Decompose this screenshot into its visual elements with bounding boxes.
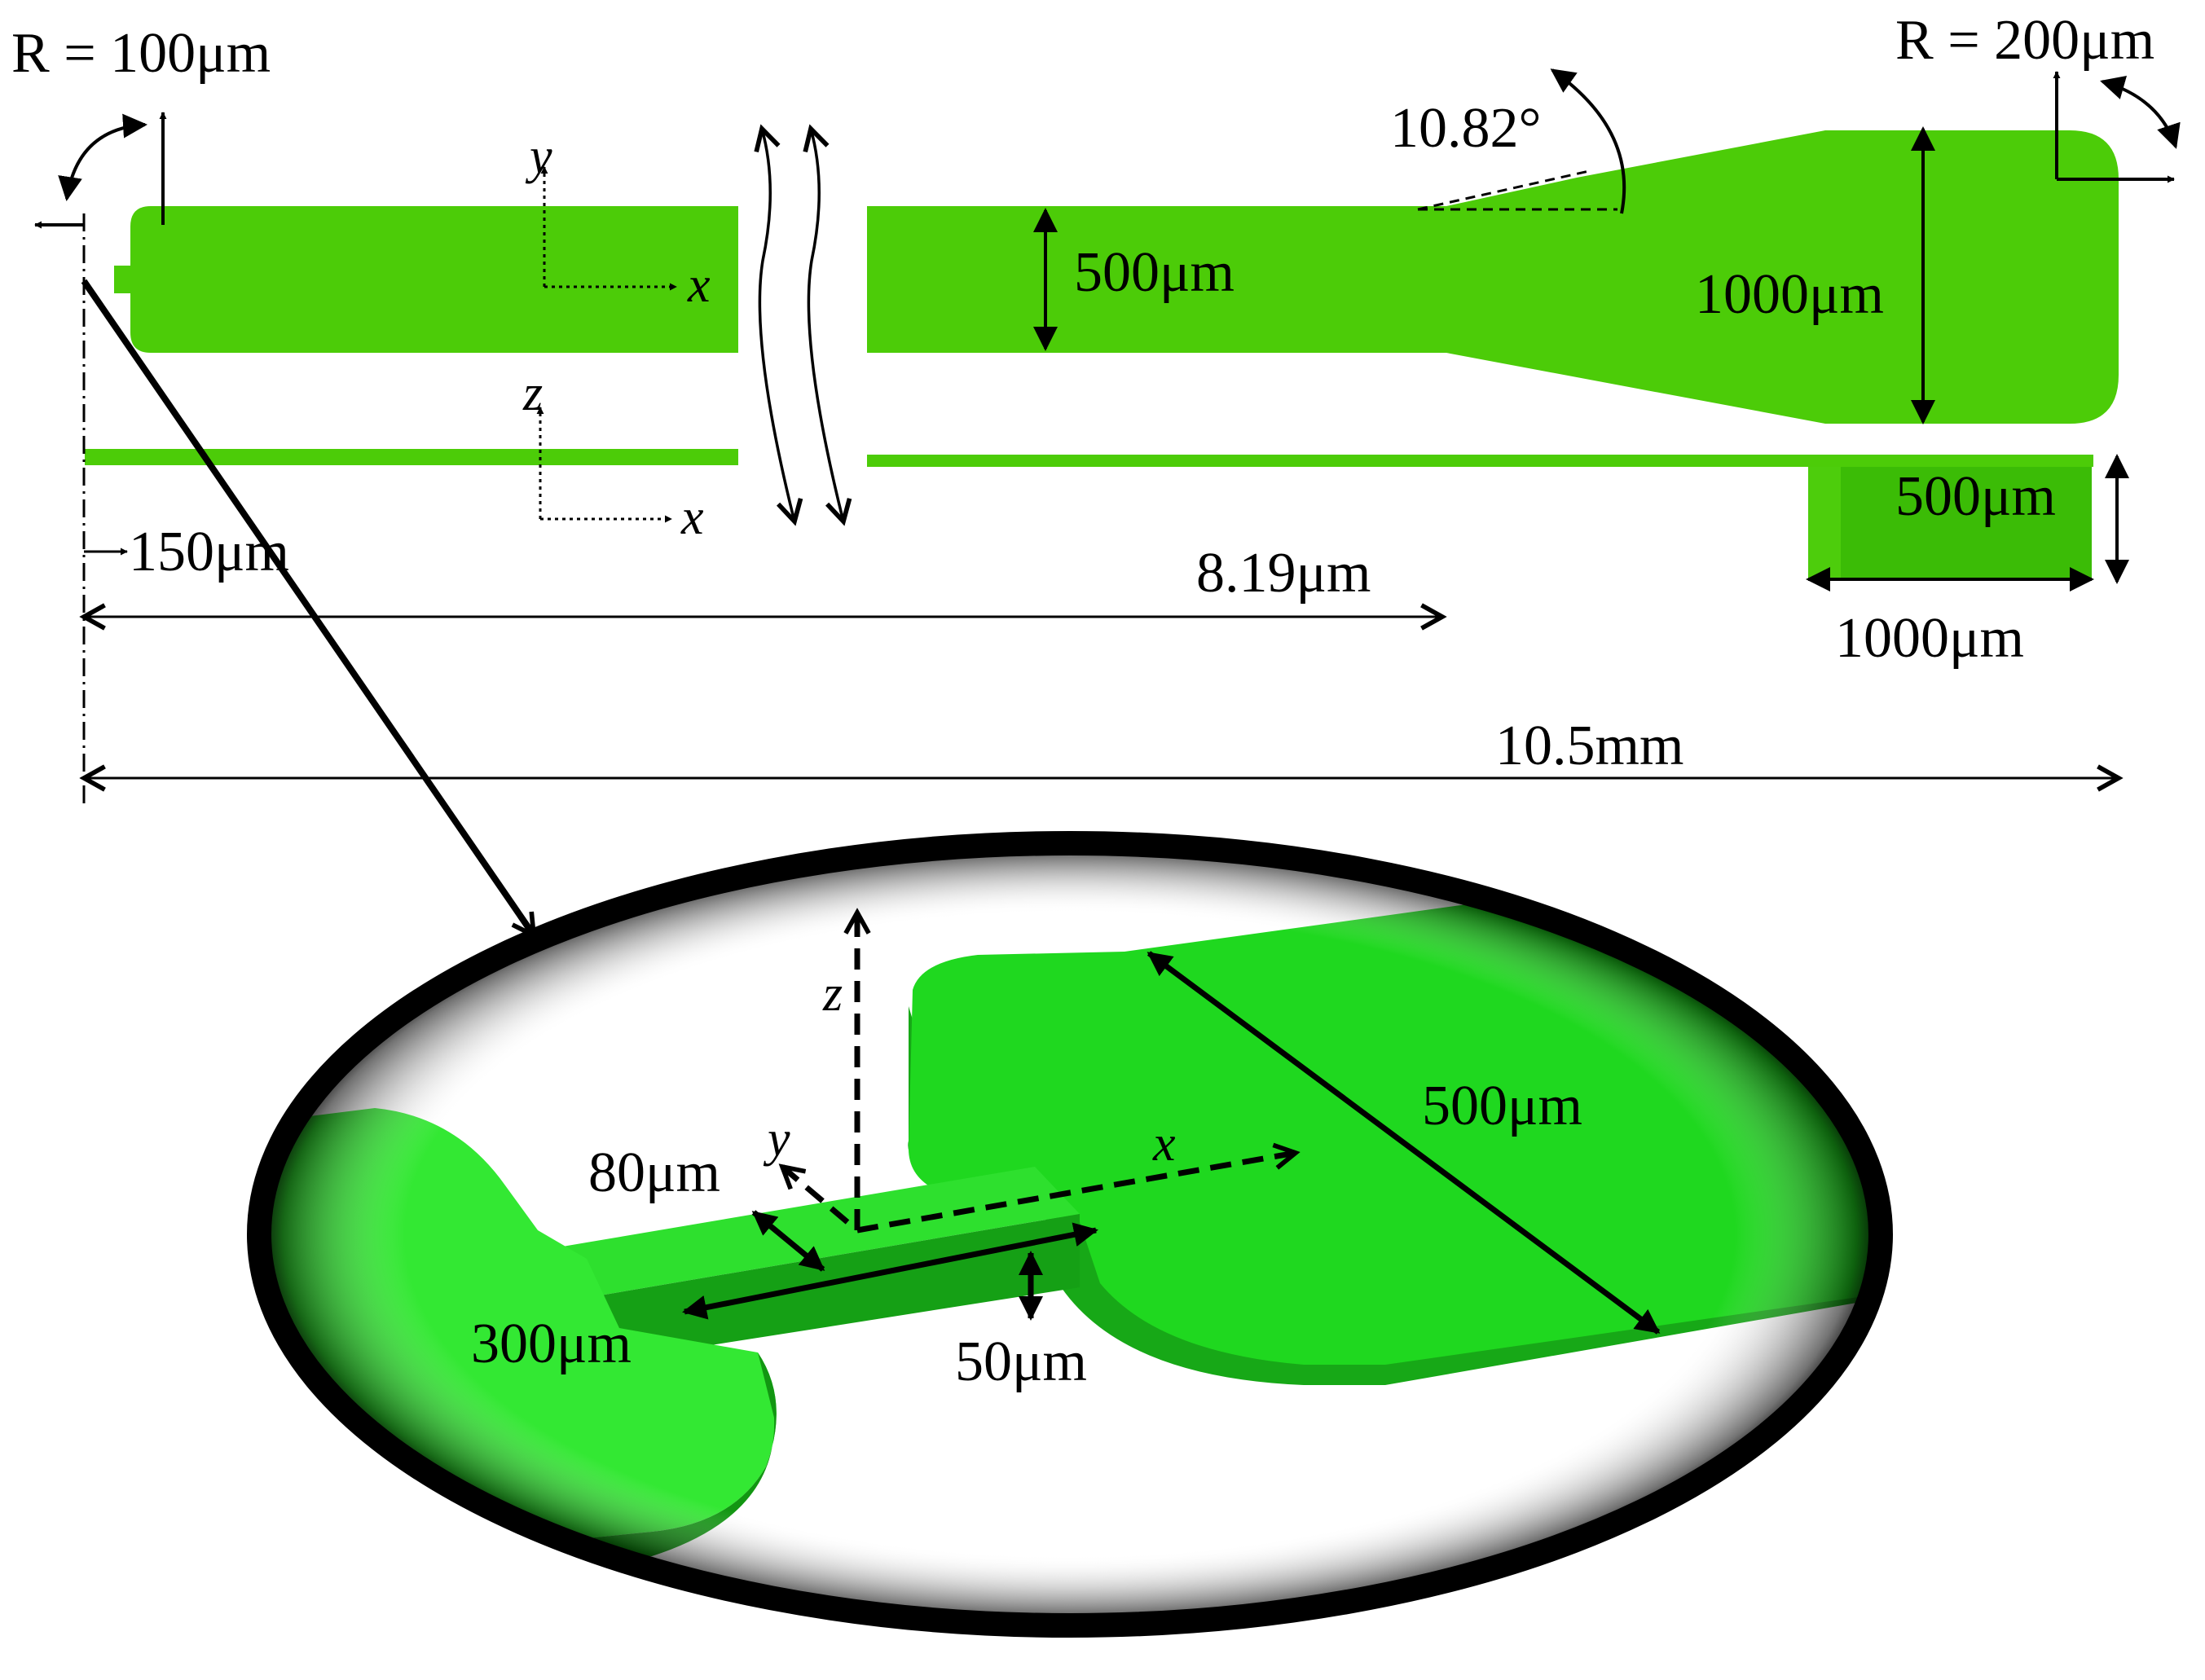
detail-axis-z: z bbox=[822, 966, 843, 1022]
top-view-axes bbox=[540, 166, 677, 291]
side-view: z x 500μm 1000μm bbox=[85, 366, 2129, 670]
top-view: R = 100μm R = 200μm 10.82° 500μm 1000μm … bbox=[11, 9, 2181, 424]
radius-right-marker bbox=[2053, 71, 2181, 183]
detail-axis-y: y bbox=[763, 1111, 790, 1167]
end-width-label: 1000μm bbox=[1695, 263, 1884, 326]
block-height-label: 500μm bbox=[1895, 465, 2056, 528]
total-length-label: 10.5mm bbox=[1495, 715, 1683, 777]
block-length-label: 1000μm bbox=[1835, 607, 2024, 670]
beam-left-segment bbox=[114, 206, 738, 353]
zoom-pointer-arrow bbox=[81, 279, 534, 935]
lens-ring bbox=[247, 831, 1893, 1638]
taper-length-label: 8.19μm bbox=[1196, 542, 1371, 605]
side-beam-left bbox=[85, 449, 738, 465]
offset-label: 150μm bbox=[129, 521, 289, 583]
detail-lens: z x y 500μm 80μm 300μm 50μm bbox=[247, 831, 1893, 1638]
top-axis-x: x bbox=[687, 257, 711, 313]
beam-width-label: 500μm bbox=[1074, 241, 1235, 304]
side-axis-z: z bbox=[522, 366, 543, 421]
beam-right-segment bbox=[867, 130, 2119, 424]
angle-marker bbox=[1417, 68, 1626, 214]
side-axis-x: x bbox=[680, 490, 704, 545]
side-end-block bbox=[1808, 467, 2092, 579]
neck-width-label: 80μm bbox=[588, 1141, 720, 1204]
detail-axis-x: x bbox=[1152, 1116, 1176, 1172]
top-axis-y: y bbox=[525, 129, 552, 184]
neck-length-label: 300μm bbox=[471, 1313, 632, 1375]
radius-right-label: R = 200μm bbox=[1895, 9, 2154, 72]
radius-left-marker bbox=[34, 112, 167, 229]
detail-dimensions bbox=[682, 951, 1661, 1335]
thickness-label: 50μm bbox=[955, 1330, 1087, 1393]
side-beam-right bbox=[867, 455, 2093, 467]
pad-width-label: 500μm bbox=[1422, 1075, 1582, 1137]
angle-label: 10.82° bbox=[1390, 97, 1542, 160]
radius-left-label: R = 100μm bbox=[11, 22, 271, 85]
break-lines-icon bbox=[759, 129, 843, 521]
